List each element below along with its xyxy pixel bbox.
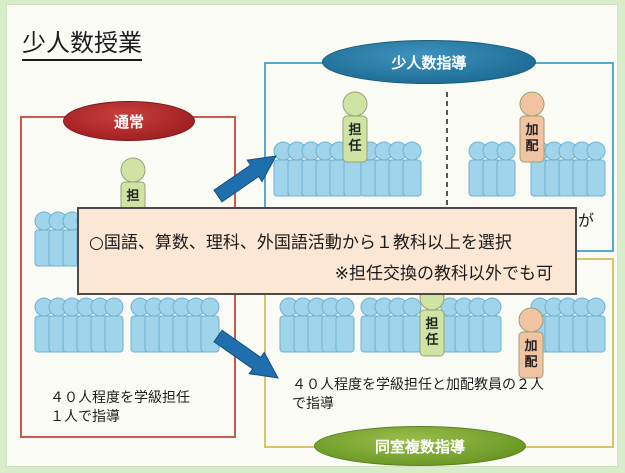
student-figure-icon <box>586 297 606 353</box>
page-title: 少人数授業 <box>22 28 142 61</box>
homeroom-teacher-figure-icon: 担任 <box>419 285 445 357</box>
student-figure-icon <box>104 297 124 353</box>
student-figure-icon <box>200 297 220 353</box>
extra-teacher-figure-icon: 加配 <box>519 91 545 163</box>
teacher-tag-text: 加 <box>523 339 537 354</box>
teacher-tag-text: 任 <box>347 138 361 154</box>
student-figure-icon <box>586 141 606 197</box>
callout-subjects-text: ○国語、算数、理科、外国語活動から１教科以上を選択 <box>89 233 512 253</box>
normal-class-label: 通常 <box>63 101 195 141</box>
student-figure-icon <box>402 297 422 353</box>
extra-teacher-figure-icon: 加配 <box>518 307 544 379</box>
teacher-tag-text: 配 <box>524 355 537 370</box>
callout-note-text: ※担任交換の教科以外でも可 <box>334 264 553 284</box>
student-figure-icon <box>496 141 516 197</box>
right-arrow-icon <box>213 329 279 379</box>
student-figure-icon <box>482 297 502 353</box>
teacher-tag-text: 担 <box>126 188 139 204</box>
same-room-label: 同室複数指導 <box>314 426 526 466</box>
teacher-tag-text: 担 <box>348 122 361 138</box>
selection-callout: ○国語、算数、理科、外国語活動から１教科以上を選択 ※担任交換の教科以外でも可 <box>77 207 577 295</box>
partially-hidden-text: が <box>578 211 595 230</box>
teacher-tag-text: 任 <box>424 332 438 348</box>
same-room-caption: ４０人程度を学級担任と加配教員の２人 で指導 <box>292 377 544 412</box>
teacher-tag-text: 加 <box>524 123 538 138</box>
student-figure-icon <box>402 141 422 197</box>
teacher-tag-text: 配 <box>525 139 538 154</box>
normal-class-caption: ４０人程度を学級担任 １人で指導 <box>50 390 190 425</box>
right-arrow-icon <box>213 155 277 203</box>
homeroom-teacher-figure-icon: 担任 <box>342 91 368 163</box>
student-figure-icon <box>335 297 355 353</box>
teacher-tag-text: 担 <box>425 316 438 332</box>
small-group-label: 少人数指導 <box>322 40 536 84</box>
